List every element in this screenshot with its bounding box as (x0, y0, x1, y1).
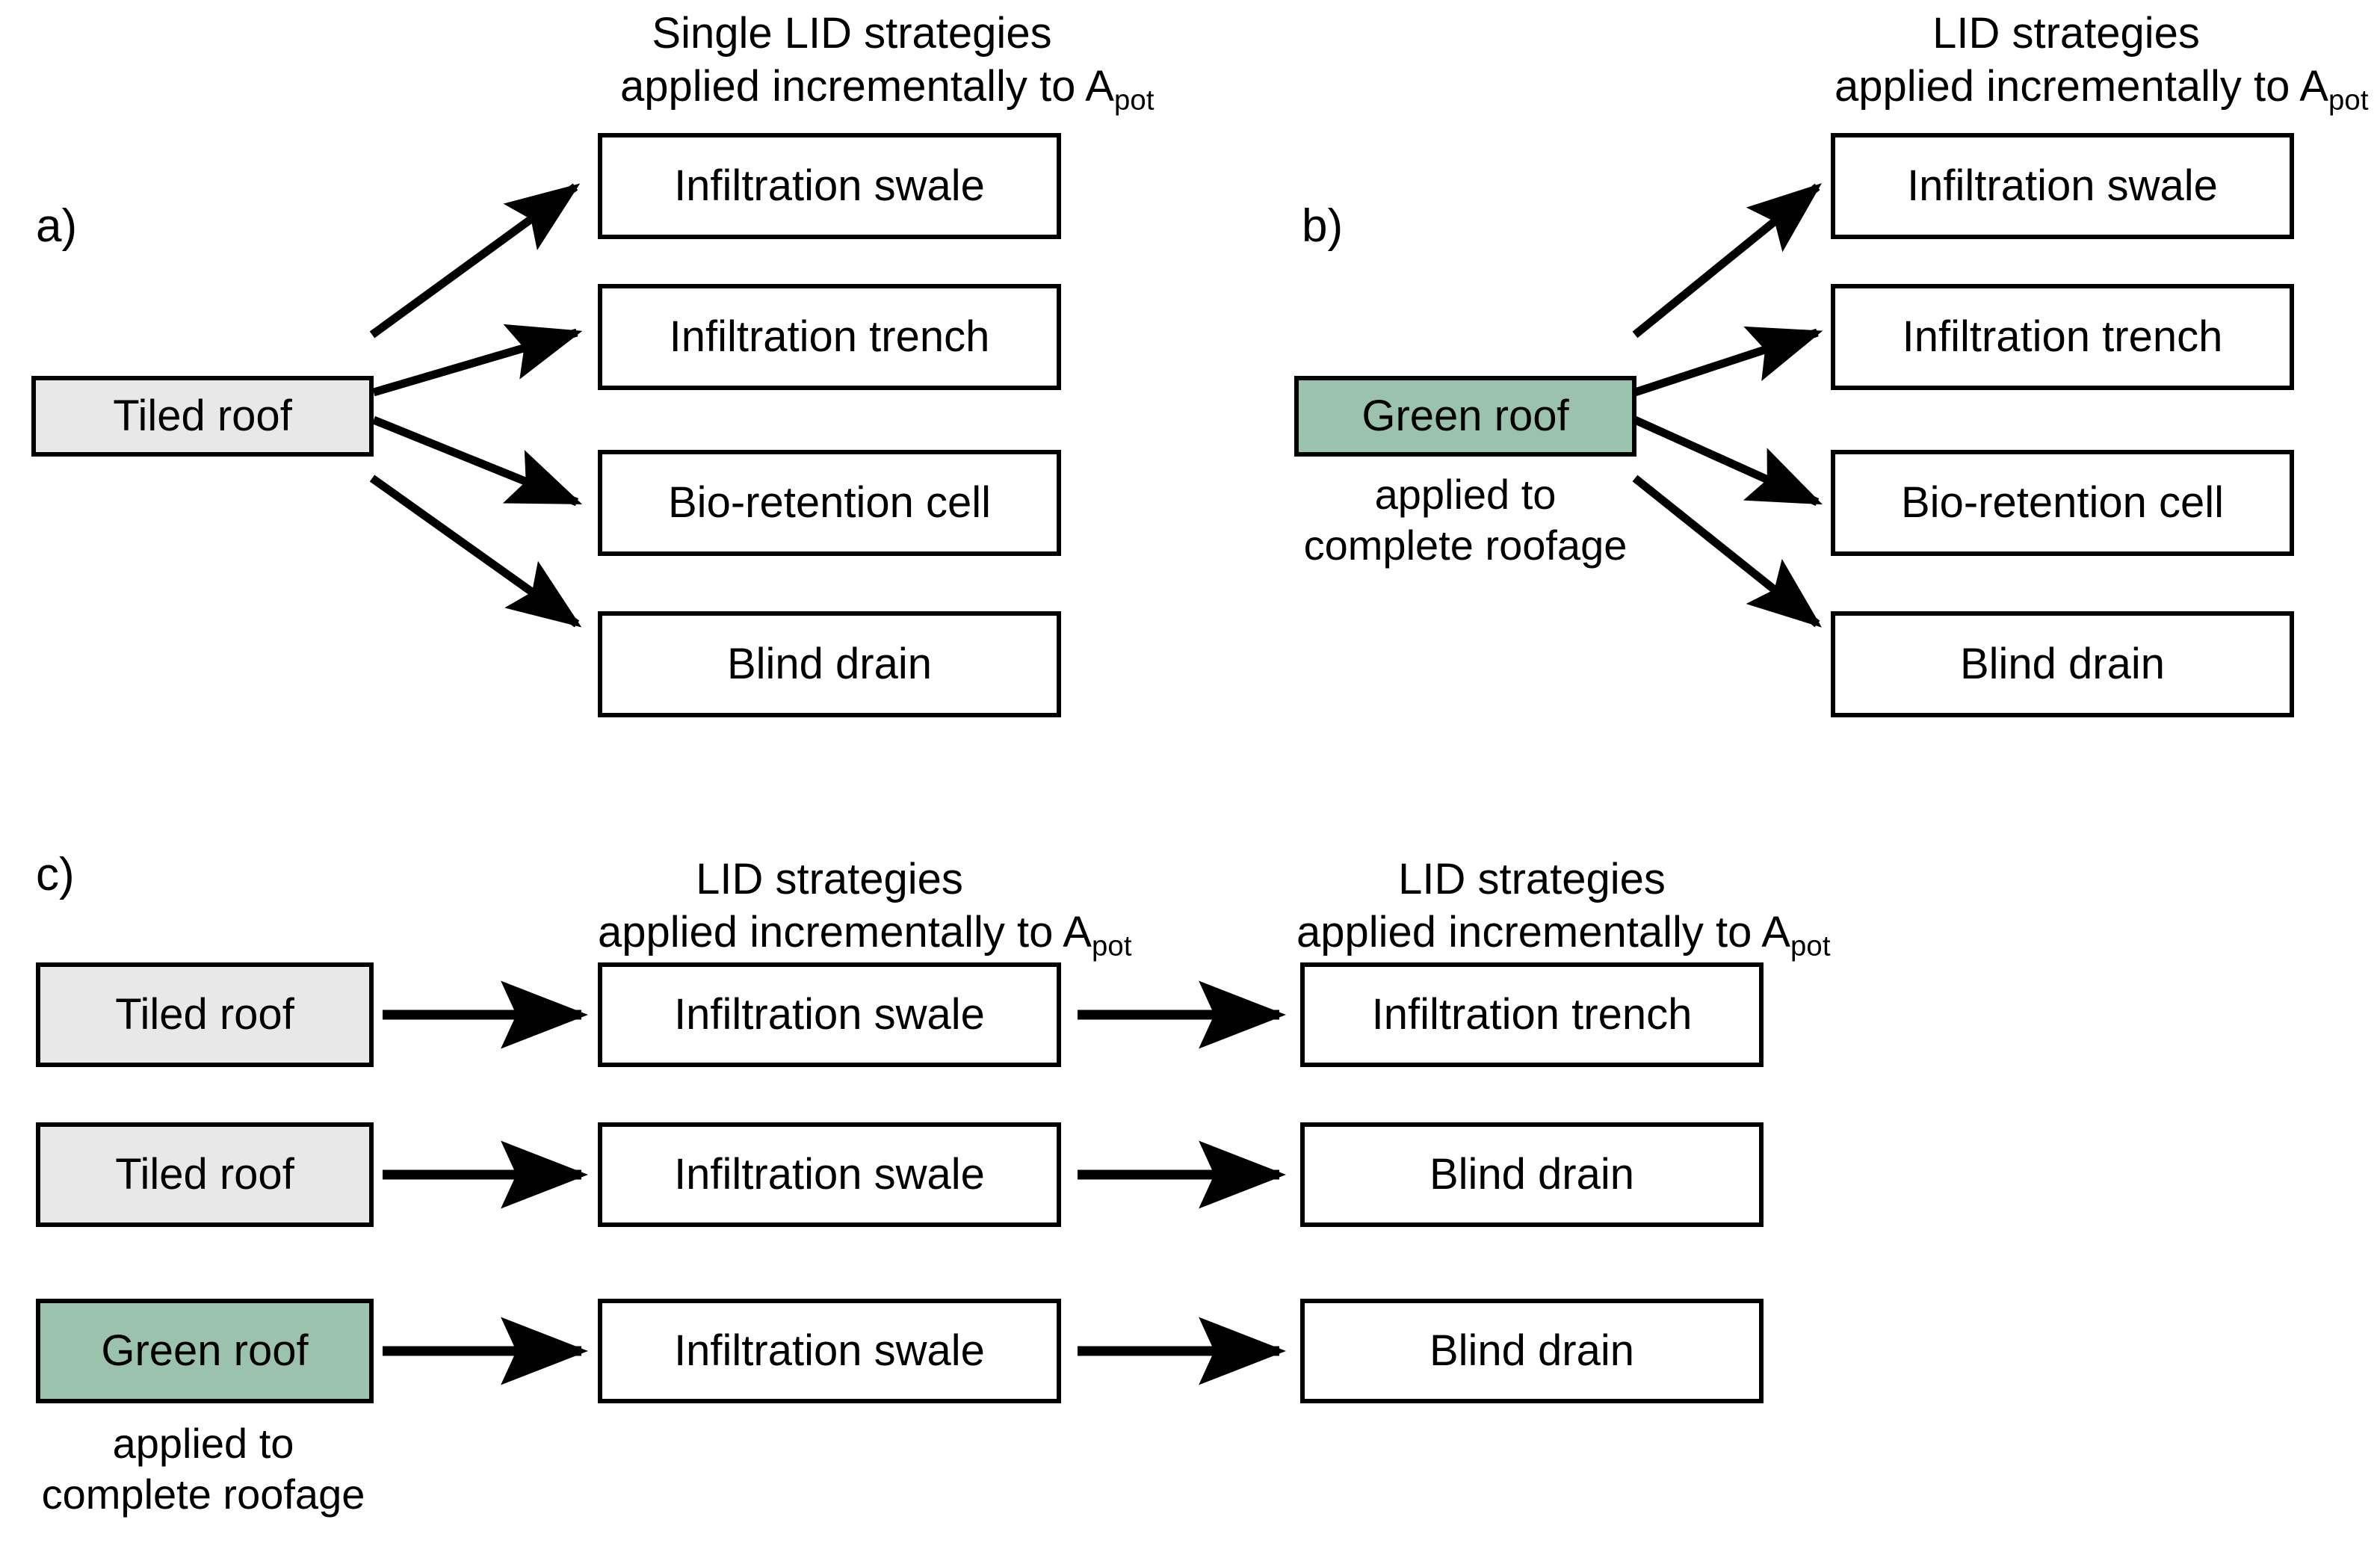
panel-c-label: c) (36, 849, 75, 900)
arrow-b-to-blinddrain (1632, 474, 1823, 628)
arrow-a-to-blinddrain (369, 474, 582, 628)
arrow-a-to-bioretention (371, 415, 583, 507)
panel-b-target-2-label: Bio-retention cell (1901, 478, 2224, 527)
panel-c-row2-step1-infiltration-swale[interactable]: Infiltration swale (598, 1122, 1061, 1227)
panel-b-target-infiltration-swale[interactable]: Infiltration swale (1831, 133, 2294, 239)
panel-c-col2-header-line2-text: applied incrementally to A (598, 907, 1092, 956)
arrow-a-to-swale (369, 183, 581, 339)
panel-b-source-label: Green roof (1361, 392, 1569, 440)
panel-b-header-subscript: pot (2328, 84, 2369, 117)
panel-a-label: a) (36, 200, 78, 252)
panel-c-row3-source-label: Green roof (101, 1326, 309, 1375)
panel-a-target-bio-retention-cell[interactable]: Bio-retention cell (598, 450, 1061, 556)
panel-c-row1-source-tiled-roof[interactable]: Tiled roof (36, 962, 374, 1067)
panel-c-row3-step1-infiltration-swale[interactable]: Infiltration swale (598, 1299, 1061, 1403)
panel-a-target-0-label: Infiltration swale (674, 161, 985, 210)
panel-c-col3-header-line2: applied incrementally to Apot (1296, 906, 1831, 964)
panel-c-row1-step1-label: Infiltration swale (674, 990, 985, 1039)
panel-c-row3-source-note-line2: complete roofage (41, 1471, 365, 1518)
panel-a-source-label: Tiled roof (113, 392, 292, 440)
panel-c-column2-header: LID strategies applied incrementally to … (598, 853, 1132, 964)
panel-b-target-infiltration-trench[interactable]: Infiltration trench (1831, 284, 2294, 390)
panel-a-target-blind-drain[interactable]: Blind drain (598, 611, 1061, 717)
panel-c-row1-step2-infiltration-trench[interactable]: Infiltration trench (1300, 962, 1764, 1067)
panel-a-header-subscript: pot (1113, 84, 1155, 117)
panel-c-row1-step2-label: Infiltration trench (1371, 990, 1693, 1039)
panel-b-header-line2-text: applied incrementally to A (1835, 61, 2328, 111)
panel-a-header-line2: applied incrementally to Apot (620, 61, 1155, 118)
panel-a-arrows (369, 183, 583, 628)
panel-b-label: b) (1302, 200, 1344, 252)
panel-c-col2-header-line2: applied incrementally to Apot (598, 906, 1132, 964)
panel-a-header-line2-text: applied incrementally to A (620, 61, 1114, 111)
panel-b-source-note-line2: complete roofage (1303, 522, 1628, 569)
panel-c-col2-header-line1: LID strategies (696, 855, 963, 903)
panel-c-row2-step2-label: Blind drain (1429, 1150, 1635, 1199)
panel-b-source-note-line1: applied to (1374, 471, 1557, 518)
panel-a-target-infiltration-trench[interactable]: Infiltration trench (598, 284, 1061, 390)
panel-c-row3-source-green-roof[interactable]: Green roof (36, 1299, 374, 1403)
panel-b-source-green-roof[interactable]: Green roof (1294, 376, 1636, 457)
arrow-b-to-bioretention (1633, 415, 1823, 507)
panel-b-target-3-label: Blind drain (1959, 640, 2166, 688)
panel-c-row3-step2-blind-drain[interactable]: Blind drain (1300, 1299, 1764, 1403)
arrow-a-to-trench (372, 324, 583, 397)
panel-b-target-blind-drain[interactable]: Blind drain (1831, 611, 2294, 717)
panel-c-row2-source-tiled-roof[interactable]: Tiled roof (36, 1122, 374, 1227)
panel-c-row3-source-note-line1: applied to (112, 1420, 294, 1467)
arrow-b-to-swale (1632, 183, 1822, 339)
panel-c-column3-header: LID strategies applied incrementally to … (1296, 853, 1831, 964)
panel-a-source-tiled-roof[interactable]: Tiled roof (31, 376, 374, 457)
panel-c-col2-header-subscript: pot (1091, 930, 1132, 962)
panel-a-target-1-label: Infiltration trench (669, 312, 990, 361)
panel-c-row2-source-label: Tiled roof (115, 1150, 294, 1199)
panel-b-header-line1: LID strategies (1932, 9, 2200, 58)
panel-c-row3-step1-label: Infiltration swale (674, 1326, 985, 1375)
panel-b-arrows (1632, 183, 1823, 628)
panel-c-row2-step2-blind-drain[interactable]: Blind drain (1300, 1122, 1764, 1227)
panel-a-target-3-label: Blind drain (726, 640, 933, 688)
panel-b-source-note: applied to complete roofage (1294, 469, 1636, 572)
panel-b-target-bio-retention-cell[interactable]: Bio-retention cell (1831, 450, 2294, 556)
panel-b-target-0-label: Infiltration swale (1907, 161, 2218, 210)
panel-c-col3-header-subscript: pot (1790, 930, 1831, 962)
panel-c-row1-step1-infiltration-swale[interactable]: Infiltration swale (598, 962, 1061, 1067)
panel-c-row2-step1-label: Infiltration swale (674, 1150, 985, 1199)
arrow-b-to-trench (1633, 326, 1823, 397)
panel-c-col3-header-line2-text: applied incrementally to A (1296, 907, 1790, 956)
panel-c-row1-source-label: Tiled roof (115, 990, 294, 1039)
panel-a-target-infiltration-swale[interactable]: Infiltration swale (598, 133, 1061, 239)
panel-c-row3-source-note: applied to complete roofage (24, 1418, 383, 1521)
panel-a-column-header: Single LID strategies applied incrementa… (620, 7, 1155, 118)
panel-c-arrows (383, 980, 1287, 1385)
panel-b-column-header: LID strategies applied incrementally to … (1835, 7, 2369, 118)
panel-b-header-line2: applied incrementally to Apot (1835, 61, 2369, 118)
panel-a-target-2-label: Bio-retention cell (668, 478, 991, 527)
panel-c-row3-step2-label: Blind drain (1429, 1326, 1635, 1375)
panel-a-header-line1: Single LID strategies (652, 9, 1052, 58)
panel-b-target-1-label: Infiltration trench (1902, 312, 2223, 361)
panel-c-col3-header-line1: LID strategies (1398, 855, 1666, 903)
